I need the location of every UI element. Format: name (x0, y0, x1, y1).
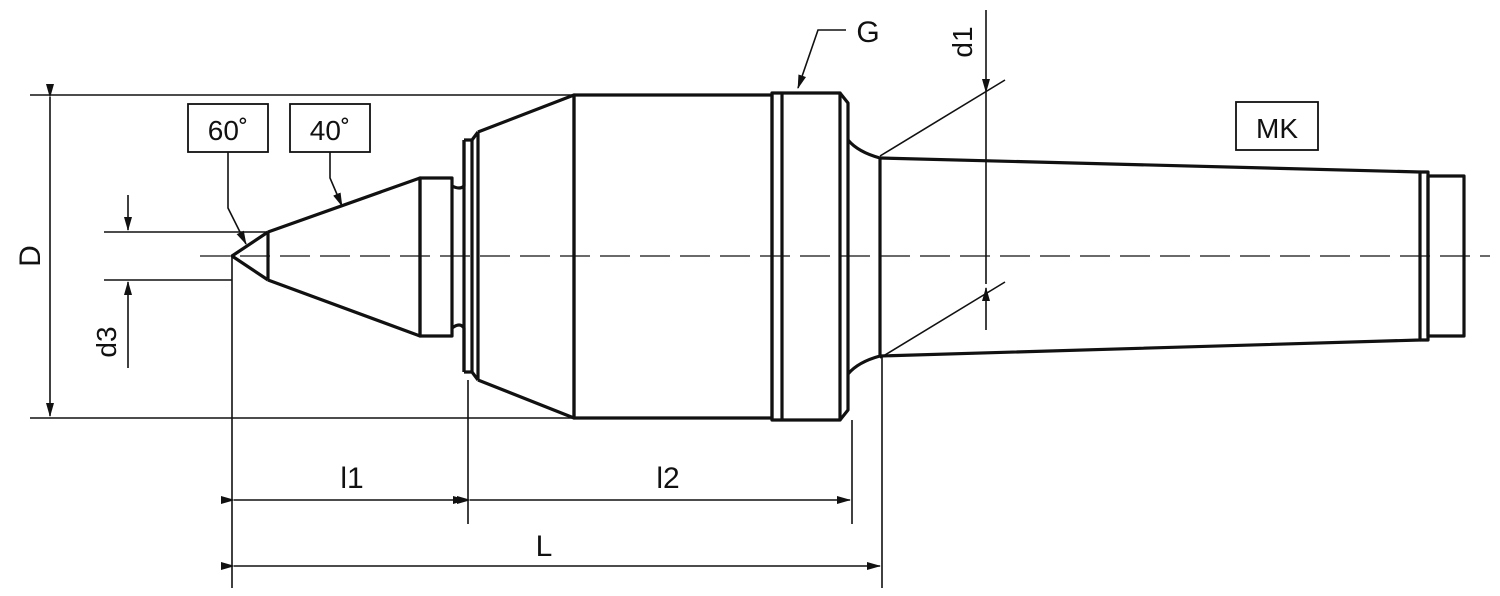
label-angle-40: 40˚ (310, 115, 350, 146)
tip-collar (418, 176, 454, 338)
label-MK: MK (1256, 113, 1298, 144)
tip-cone (267, 176, 422, 338)
label-L: L (536, 530, 553, 563)
label-angle-60: 60˚ (208, 115, 248, 146)
dim-l1: l1 (221, 462, 467, 504)
label-l2: l2 (656, 462, 679, 495)
dim-l2: l2 (457, 462, 851, 504)
part-outline (230, 91, 1466, 422)
dim-L: L (221, 530, 881, 570)
angle-40-callout: 40˚ (289, 103, 371, 207)
thread-callout: G (797, 16, 880, 89)
morse-taper-callout: MK (1235, 101, 1319, 151)
label-d3: d3 (91, 326, 122, 357)
label-G: G (856, 16, 879, 49)
dim-d1: d1 (879, 10, 1006, 359)
morse-taper-shank (879, 156, 1422, 358)
label-d1: d1 (947, 26, 978, 57)
dim-D: D (14, 84, 574, 419)
dim-d3: d3 (91, 195, 268, 368)
tang (1426, 174, 1466, 338)
thread-flange (770, 91, 842, 422)
angle-60-callout: 60˚ (187, 103, 269, 245)
label-l1: l1 (340, 462, 363, 495)
label-D: D (14, 245, 47, 267)
